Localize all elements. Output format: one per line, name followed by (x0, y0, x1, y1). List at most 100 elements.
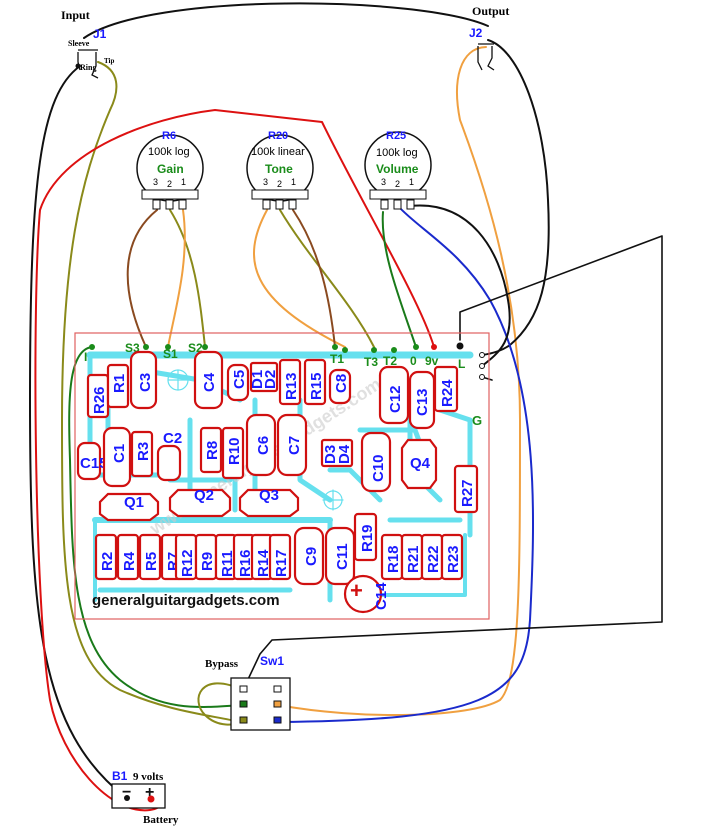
comp-r19 (353, 512, 378, 562)
comp-q2-label: Q2 (194, 487, 214, 504)
switch-lug-4 (273, 700, 282, 708)
comp-r26-label: R26 (91, 386, 108, 414)
pot-tone-lug2 (275, 199, 284, 210)
pad-s2-label: S2 (188, 341, 203, 355)
switch-lug-1 (239, 685, 248, 693)
pad-t3 (371, 347, 377, 353)
pot-gain-pin2: 2 (167, 179, 172, 189)
comp-r4 (116, 533, 140, 581)
comp-d2-label: D2 (262, 370, 279, 389)
comp-r17-label: R17 (273, 549, 290, 577)
switch-lug-2 (273, 685, 282, 693)
battery: B1 9 volts − + Battery (111, 769, 179, 826)
comp-c9-label: C9 (303, 547, 320, 566)
pot-tone-lug3 (262, 199, 271, 210)
pot-tone-lug1 (288, 199, 297, 210)
comp-r14-label: R14 (255, 549, 272, 577)
input-ring-lug (75, 63, 81, 69)
comp-q4-label: Q4 (410, 455, 431, 472)
pot-volume-pin3: 3 (381, 177, 386, 187)
comp-c13-label: C13 (414, 388, 431, 416)
input-label: Input (61, 8, 90, 22)
comp-q4 (400, 438, 438, 490)
comp-d3-label: D3 (322, 445, 339, 464)
comp-r10 (221, 426, 245, 480)
wire-black-switch (242, 235, 663, 691)
pad-t1 (332, 344, 338, 350)
comp-c15 (76, 441, 102, 481)
comp-c8-label: C8 (333, 374, 350, 393)
battery-voltage: 9 volts (133, 771, 164, 783)
switch-lug-3 (239, 700, 248, 708)
pad-9v (431, 344, 437, 350)
pads (89, 342, 485, 380)
comp-r21-label: R21 (405, 545, 422, 573)
comp-r4-label: R4 (121, 551, 138, 571)
comp-c14 (343, 574, 383, 614)
ring-label: Ring (80, 63, 96, 72)
pad-s3 (143, 344, 149, 350)
comp-q1 (98, 492, 160, 522)
pad-s1 (165, 344, 171, 350)
comp-r12-label: R12 (179, 549, 196, 577)
pot-gain-pin3: 3 (153, 177, 158, 187)
wire-gain-1 (167, 209, 186, 348)
comp-c10 (360, 431, 392, 493)
comp-r27-label: R27 (459, 479, 476, 507)
pot-gain-pin1: 1 (181, 177, 186, 187)
battery-ref: B1 (112, 769, 128, 783)
comp-c7-label: C7 (286, 436, 303, 455)
comp-r1 (106, 363, 130, 409)
pot-gain-lug1 (178, 199, 187, 210)
comp-r2-label: R2 (99, 552, 116, 571)
comp-r23 (440, 533, 464, 581)
output-label: Output (472, 4, 509, 18)
board-components: R26 R1 C3 C4 C5 D1 D2 R13 R15 C8 C12 C13 (76, 350, 479, 614)
pad-s2 (202, 344, 208, 350)
comp-c1 (102, 426, 132, 488)
comp-q3 (238, 488, 300, 518)
pad-9v-label: 9v (425, 354, 439, 368)
comp-c2 (156, 444, 182, 482)
wire-green-input (68, 346, 244, 708)
pot-tone-pin1: 1 (291, 177, 296, 187)
comp-r3 (130, 430, 154, 478)
sleeve-label: Sleeve (68, 39, 90, 48)
comp-c3-label: C3 (137, 373, 154, 392)
pot-tone-pin2: 2 (277, 179, 282, 189)
comp-c12 (378, 365, 410, 425)
comp-r1-label: R1 (111, 374, 128, 393)
output-jack-ref: J2 (469, 26, 483, 40)
comp-r5 (138, 533, 162, 581)
wire-red-9v (34, 109, 435, 812)
circuit-board: www.generalguitargadgets.com I S3 S1 S2 … (74, 332, 490, 620)
comp-d4-label: D4 (336, 444, 353, 464)
pad-g1 (479, 352, 485, 358)
comp-d3-d4 (320, 438, 354, 468)
pad-s1-label: S1 (163, 347, 178, 361)
comp-r9-label: R9 (199, 552, 216, 571)
wire-black-top (83, 2, 489, 39)
wire-orange-output (277, 46, 521, 717)
pot-volume: R25 100k log Volume 3 2 1 (364, 130, 432, 210)
pad-i (89, 344, 95, 350)
comp-r24-label: R24 (439, 379, 456, 407)
wire-green-volume (381, 211, 417, 348)
comp-c12-label: C12 (387, 385, 404, 413)
comp-r15 (303, 358, 327, 406)
comp-r18-label: R18 (385, 545, 402, 573)
switch-bypass-label: Bypass (205, 658, 239, 670)
comp-c3 (129, 350, 158, 410)
comp-r24 (433, 365, 459, 413)
pot-volume-bar (369, 189, 427, 200)
wire-black-volume (409, 204, 511, 367)
pot-tone-name: Tone (265, 162, 293, 176)
pot-volume-value: 100k log (376, 147, 418, 159)
pad-t1-label: T1 (330, 352, 344, 366)
pad-o-label: 0 (410, 354, 417, 368)
switch-lug-6 (273, 716, 282, 724)
comp-r2 (94, 533, 118, 581)
comp-q3-label: Q3 (259, 487, 279, 504)
battery-plus-terminal (147, 795, 155, 803)
wire-tone-2 (279, 209, 375, 348)
